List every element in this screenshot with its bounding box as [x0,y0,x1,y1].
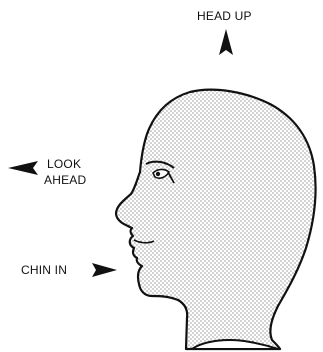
look-ahead-label-line1: LOOK [47,157,81,172]
look-ahead-label-line2: AHEAD [44,173,86,188]
arrowhead-right-icon [92,263,117,277]
arrowhead-up-icon [219,29,233,55]
head-up-label: HEAD UP [197,9,252,24]
head-silhouette [116,90,316,349]
chin-in-label: CHIN IN [21,263,67,278]
arrowhead-left-icon [8,161,38,175]
